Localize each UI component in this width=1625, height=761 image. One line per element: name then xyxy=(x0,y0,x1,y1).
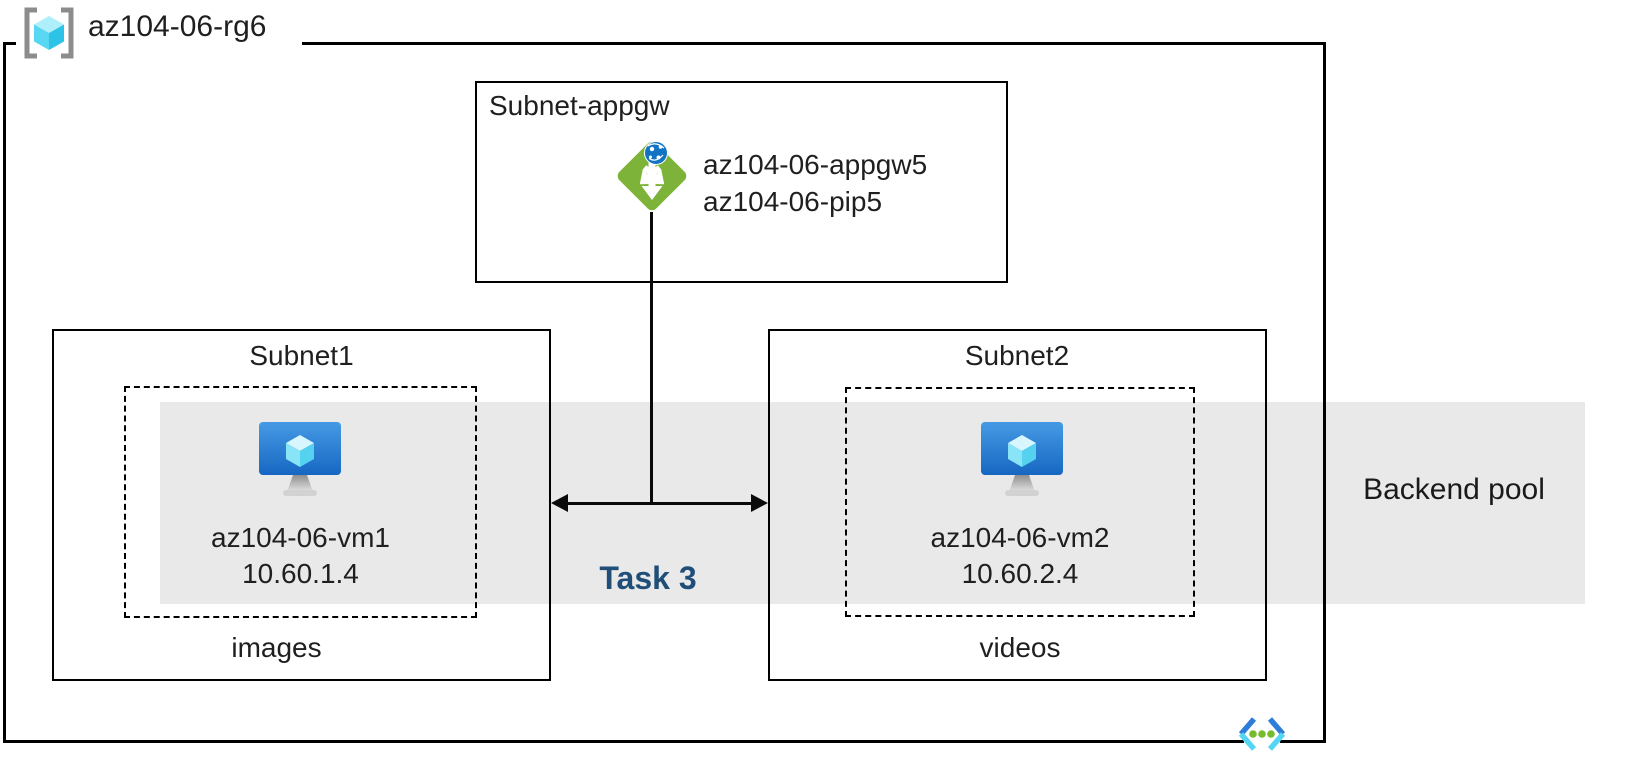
application-gateway-icon xyxy=(612,132,692,221)
subnet1-vm-group xyxy=(124,386,477,618)
subnet1-box xyxy=(52,329,551,681)
task-label: Task 3 xyxy=(599,560,697,596)
subnet-appgw-label: Subnet-appgw xyxy=(489,90,670,121)
top-border-gap xyxy=(16,39,302,48)
virtual-machine-icon xyxy=(980,421,1064,504)
subnet-arrow-line xyxy=(562,502,757,505)
vm1-name: az104-06-vm1 xyxy=(211,522,390,553)
subnet2-vm-group xyxy=(845,387,1195,617)
virtual-machine-icon xyxy=(258,421,342,504)
subnet2-label: Subnet2 xyxy=(964,340,1070,371)
vm1-text: az104-06-vm1 10.60.1.4 xyxy=(124,520,477,592)
appgw-name: az104-06-appgw5 xyxy=(703,149,928,180)
pip-name: az104-06-pip5 xyxy=(703,186,883,217)
subnet2-box xyxy=(768,329,1267,681)
arrowhead-right-icon xyxy=(751,494,768,512)
backend-pool-label: Backend pool xyxy=(1363,473,1545,506)
arrowhead-left-icon xyxy=(551,494,568,512)
vm1-ip: 10.60.1.4 xyxy=(242,558,359,589)
backend-pool-band xyxy=(160,402,1585,604)
subnet1-caption: images xyxy=(231,632,322,663)
appgw-connector-line xyxy=(650,212,653,504)
appgw-names: az104-06-appgw5 az104-06-pip5 xyxy=(703,146,927,220)
subnet-appgw-box xyxy=(475,81,1008,283)
subnet2-caption: videos xyxy=(979,632,1061,663)
resource-group-icon xyxy=(20,6,78,65)
vm2-ip: 10.60.2.4 xyxy=(961,558,1079,589)
resource-group-box xyxy=(3,42,1326,743)
vm2-name: az104-06-vm2 xyxy=(930,522,1110,553)
virtual-network-icon xyxy=(1235,714,1289,759)
vm2-text: az104-06-vm2 10.60.2.4 xyxy=(845,520,1195,592)
subnet1-label: Subnet1 xyxy=(249,340,354,371)
resource-group-name: az104-06-rg6 xyxy=(88,10,267,43)
